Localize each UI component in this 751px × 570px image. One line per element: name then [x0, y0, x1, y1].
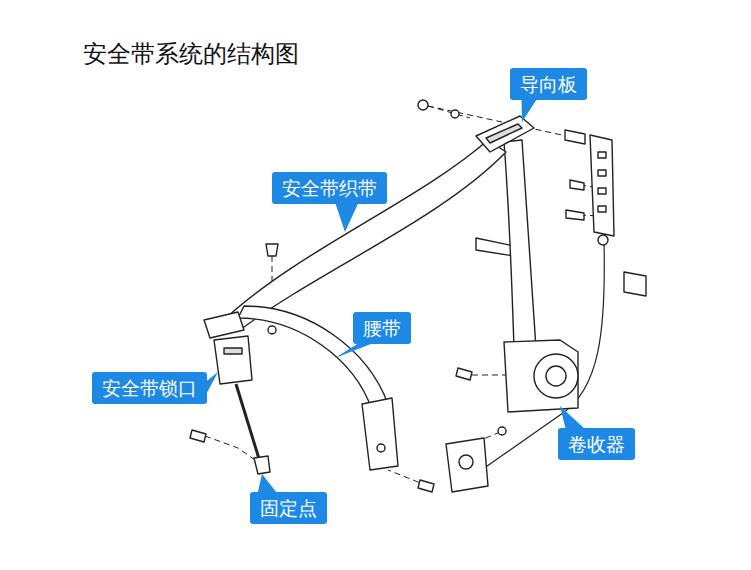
- bracket-hole: [598, 152, 606, 158]
- diagram-title: 安全带系统的结构图: [83, 38, 299, 70]
- callout-label: 导向板: [520, 72, 577, 96]
- bracket-hole: [459, 455, 473, 469]
- dashed-line: [428, 106, 470, 118]
- pin: [266, 244, 278, 256]
- bracket-hole: [598, 206, 606, 212]
- retractor-hub: [546, 366, 566, 386]
- anchor-bracket: [590, 135, 614, 236]
- belt-tongue: [204, 312, 244, 338]
- anchor-hole: [377, 444, 385, 452]
- retractor-drum: [534, 354, 578, 398]
- callout-pointer: [335, 203, 358, 232]
- nut: [418, 100, 428, 110]
- callout-label: 安全带锁口: [102, 376, 197, 400]
- callout-label: 安全带织带: [282, 176, 377, 200]
- bracket-eye: [598, 235, 608, 245]
- callout-pointer: [206, 372, 218, 394]
- webbing: [504, 140, 536, 348]
- callout-box: 固定点: [250, 492, 327, 524]
- clip: [624, 272, 646, 296]
- bolt: [570, 180, 584, 190]
- buckle-cable: [236, 384, 260, 462]
- lower-bracket: [446, 438, 488, 492]
- pin: [268, 326, 276, 334]
- callout-label: 固定点: [260, 496, 317, 520]
- bolt: [190, 430, 206, 442]
- callout-box: 导向板: [510, 68, 587, 100]
- callout-pointer: [522, 99, 537, 122]
- buckle-anchor: [254, 456, 270, 474]
- nut: [498, 427, 506, 435]
- callout-box: 腰带: [353, 312, 411, 344]
- dashed-line: [205, 436, 258, 462]
- guide-slot: [486, 124, 522, 143]
- buckle: [214, 336, 252, 384]
- guide-plate: [476, 116, 534, 152]
- callout-pointer: [560, 406, 585, 429]
- bolt: [456, 368, 472, 380]
- callout-label: 腰带: [363, 316, 401, 340]
- callout-pointer: [258, 474, 277, 493]
- callout-box: 卷收器: [558, 428, 635, 460]
- dashed-line: [472, 375, 508, 376]
- bolt: [565, 130, 585, 144]
- webbing: [226, 140, 506, 330]
- buckle-slot: [224, 348, 242, 354]
- callout-box: 安全带锁口: [92, 372, 207, 404]
- bolt: [418, 480, 434, 492]
- callout-box: 安全带织带: [272, 172, 387, 204]
- bracket-hole: [598, 170, 606, 176]
- clip: [476, 238, 514, 256]
- lap-anchor: [362, 398, 398, 470]
- bolt: [566, 210, 584, 220]
- washer: [451, 110, 459, 118]
- retractor-body: [504, 340, 578, 412]
- bracket-hole: [598, 188, 606, 194]
- callout-label: 卷收器: [568, 432, 625, 456]
- callout-pointer: [335, 343, 373, 358]
